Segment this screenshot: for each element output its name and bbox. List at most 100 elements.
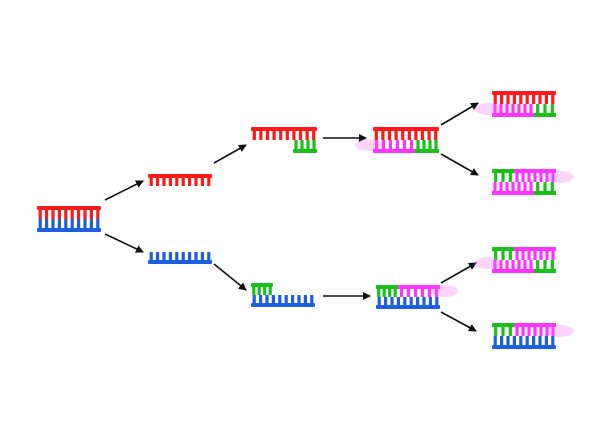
bottom-tooth (493, 336, 497, 345)
template-tooth (377, 297, 381, 305)
primer2-tooth (536, 182, 540, 191)
top-backbone (514, 247, 556, 251)
bottom-backbone (492, 345, 556, 349)
primer2-backbone (534, 191, 556, 195)
primer-backbone (251, 283, 273, 287)
strand-backbone (251, 303, 315, 307)
top-tooth (538, 95, 542, 104)
top-tooth (551, 95, 555, 104)
product-tooth (409, 140, 414, 149)
bottom-tooth (517, 260, 521, 269)
template-tooth (420, 131, 425, 140)
strand-tooth (252, 131, 256, 140)
strand-tooth (207, 178, 211, 186)
top-tooth (521, 173, 525, 182)
top-tooth (525, 95, 529, 104)
arrow-ss-blue-to-blue-primed (213, 263, 247, 291)
top-tooth (500, 95, 504, 104)
primer-tooth (501, 251, 505, 260)
template-tooth (407, 131, 411, 140)
bottom-tooth (499, 260, 503, 269)
primer-tooth (382, 289, 386, 297)
product-backbone (398, 285, 440, 289)
blue-extended (376, 285, 458, 309)
bottom-tooth (64, 219, 68, 228)
bottom-tooth (517, 182, 521, 191)
arrow-red-extended-to-product-2 (440, 153, 479, 176)
strand-tooth (168, 252, 172, 260)
primer2-tooth (536, 260, 540, 269)
polymerase-glow (430, 285, 458, 297)
strand-tooth (149, 252, 153, 260)
top-tooth (551, 251, 555, 260)
primer2-tooth (543, 260, 547, 269)
primer-backbone (293, 149, 317, 153)
strand-tooth (259, 131, 263, 140)
template-tooth (403, 297, 407, 305)
template-tooth (387, 131, 392, 140)
strand-tooth (292, 131, 296, 140)
red-extended (355, 127, 439, 153)
primer-tooth (268, 287, 272, 295)
bottom-tooth (529, 104, 533, 113)
strand-tooth (181, 178, 185, 186)
arrow-ds-template-to-ss-blue (104, 233, 144, 253)
top-tooth (96, 210, 100, 219)
top-tooth (38, 210, 42, 219)
bottom-tooth (505, 182, 509, 191)
strand-tooth (284, 295, 288, 303)
bottom-tooth (519, 336, 523, 345)
bottom-tooth (517, 104, 521, 113)
nodes-layer (37, 91, 574, 349)
bottom-tooth (523, 182, 527, 191)
bottom-tooth (512, 336, 516, 345)
red-primed (251, 127, 317, 153)
bottom-tooth (70, 219, 74, 228)
bottom-tooth (500, 336, 504, 345)
strand-tooth (194, 252, 198, 260)
product-2 (492, 169, 574, 195)
arrow-blue-extended-to-product-4 (440, 311, 477, 332)
strand-tooth (265, 295, 269, 303)
primer2-tooth (550, 182, 554, 191)
bottom-tooth (505, 260, 509, 269)
strand-tooth (272, 131, 276, 140)
primer-tooth (508, 173, 512, 182)
strand-tooth (297, 295, 301, 303)
template-tooth (434, 131, 438, 140)
primer-tooth (494, 327, 498, 336)
strand-tooth (279, 131, 283, 140)
strand-backbone (148, 174, 212, 178)
bottom-tooth (57, 219, 61, 228)
template-backbone (376, 305, 440, 309)
primer2-tooth (550, 260, 554, 269)
product-3 (474, 247, 556, 273)
arrow-red-extended-to-product-1 (440, 102, 479, 126)
strand-tooth (278, 295, 282, 303)
polymerase-glow (546, 325, 574, 337)
primer-tooth (300, 140, 304, 149)
bottom-tooth (89, 219, 93, 228)
bottom-tooth (532, 336, 536, 345)
strand-tooth (162, 252, 166, 260)
bottom-tooth (493, 182, 497, 191)
primer-backbone (534, 113, 556, 117)
primer-tooth (434, 140, 438, 149)
product-tooth (399, 289, 404, 297)
strand-tooth (285, 131, 289, 140)
template-tooth (416, 297, 420, 305)
strand-tooth (156, 178, 160, 186)
primer-tooth (312, 140, 316, 149)
template-tooth (435, 297, 439, 305)
primer-tooth (252, 287, 256, 295)
polymerase-glow (474, 103, 502, 115)
top-tooth (515, 173, 519, 182)
blue-primed (251, 283, 315, 307)
product-tooth (420, 289, 425, 297)
top-tooth (533, 173, 537, 182)
bottom-tooth (506, 336, 510, 345)
strand-tooth (259, 295, 263, 303)
top-tooth (45, 210, 49, 219)
template-tooth (414, 131, 418, 140)
strand-tooth (156, 252, 160, 260)
